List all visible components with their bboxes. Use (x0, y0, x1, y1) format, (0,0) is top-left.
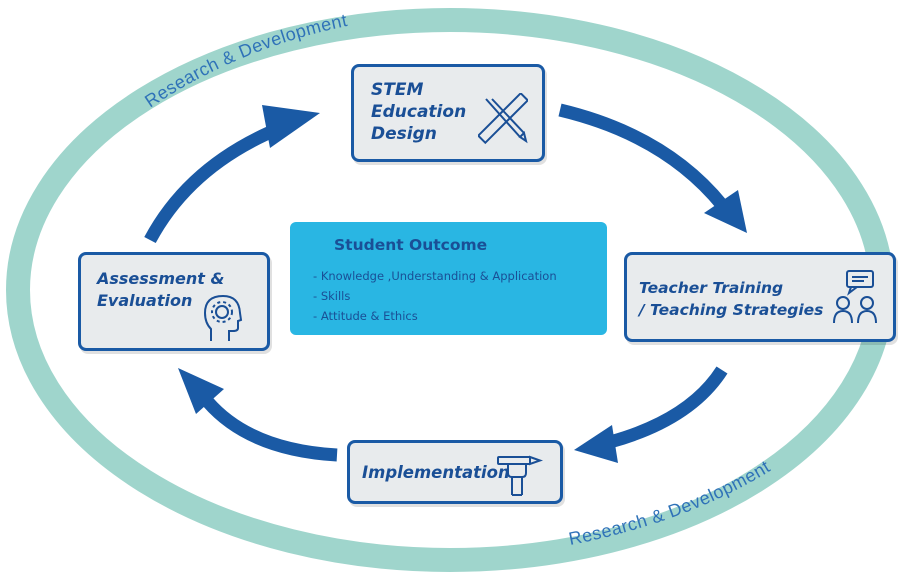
arrowhead-assessment (178, 368, 224, 414)
stage-assessment-label: Assessment & Evaluation (97, 269, 225, 310)
stage-stem-label: STEM Education Design (371, 80, 467, 144)
outcome-item: Attitude & Ethics (313, 306, 557, 326)
stage-teacher-label: Teacher Training / Teaching Strategies (639, 279, 824, 319)
stage-stem-education-design: STEM Education Design (351, 64, 545, 162)
arrow-stem-to-teacher (558, 103, 728, 210)
stage-teacher-training: Teacher Training / Teaching Strategies (624, 252, 896, 342)
arrow-implementation-to-assessment (203, 397, 338, 462)
stage-assessment-evaluation: Assessment & Evaluation (78, 252, 270, 351)
hand-pencil-icon (497, 455, 544, 496)
arrowhead-stem (262, 105, 320, 148)
head-gear-icon (203, 294, 243, 341)
arrowhead-implementation (574, 425, 618, 463)
ring-label-top: Research & Development (141, 10, 349, 111)
student-outcome-panel: Student Outcome Knowledge ,Understanding… (290, 222, 607, 335)
chat-people-icon (833, 270, 877, 324)
outcome-item: Skills (313, 286, 557, 306)
stage-implementation: Implementation (347, 440, 563, 504)
student-outcome-title: Student Outcome (334, 236, 488, 254)
stage-implementation-label: Implementation (362, 463, 510, 482)
ruler-pencil-icon (478, 93, 528, 145)
arrowhead-teacher (704, 190, 747, 233)
student-outcome-list: Knowledge ,Understanding & Application S… (313, 266, 557, 326)
arrow-teacher-to-implementation (608, 366, 728, 449)
arrow-assessment-to-stem (144, 121, 283, 244)
outcome-item: Knowledge ,Understanding & Application (313, 266, 557, 286)
